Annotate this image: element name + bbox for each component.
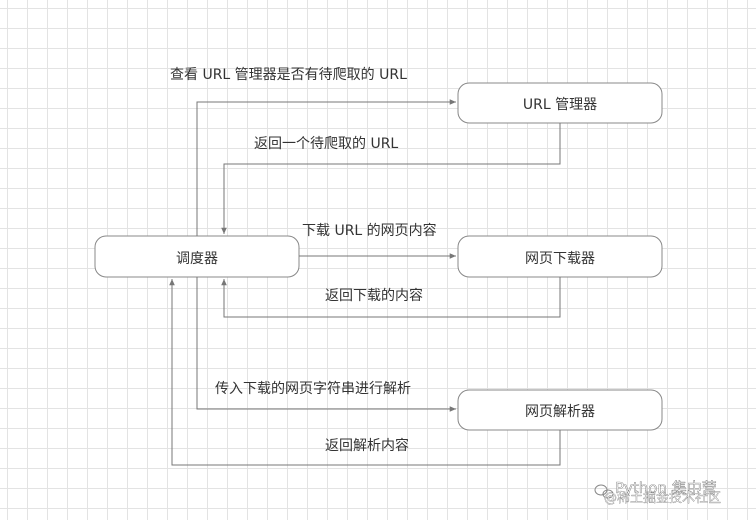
scheduler-label: 调度器 <box>176 251 218 267</box>
return-content-label: 返回下载的内容 <box>325 287 423 304</box>
check-url-arrow <box>196 99 456 236</box>
return-parsed-arrow <box>169 279 561 466</box>
watermark: Python 集中营 @稀土掘金技术社区 <box>594 479 721 506</box>
check-url-label: 查看 URL 管理器是否有待爬取的 URL <box>170 67 407 83</box>
url-manager-label: URL 管理器 <box>523 97 597 113</box>
download-url-label: 下载 URL 的网页内容 <box>302 222 437 239</box>
return-content-arrow <box>221 277 561 318</box>
return-url-label: 返回一个待爬取的 URL <box>254 136 398 152</box>
pass-string-arrow <box>196 277 456 412</box>
return-url-arrow <box>221 123 561 234</box>
parser-label: 网页解析器 <box>525 404 595 420</box>
parser-node[interactable]: 网页解析器 <box>457 389 663 431</box>
return-parsed-label: 返回解析内容 <box>325 437 409 454</box>
watermark-title: Python 集中营 <box>615 479 717 497</box>
scheduler-node[interactable]: 调度器 <box>94 235 300 278</box>
pass-string-label: 传入下载的网页字符串进行解析 <box>215 381 411 397</box>
wechat-icon <box>594 484 614 499</box>
watermark-source: @稀土掘金技术社区 <box>604 490 721 506</box>
downloader-node[interactable]: 网页下载器 <box>457 235 663 278</box>
url-manager-node[interactable]: URL 管理器 <box>457 82 663 124</box>
downloader-label: 网页下载器 <box>525 251 595 267</box>
